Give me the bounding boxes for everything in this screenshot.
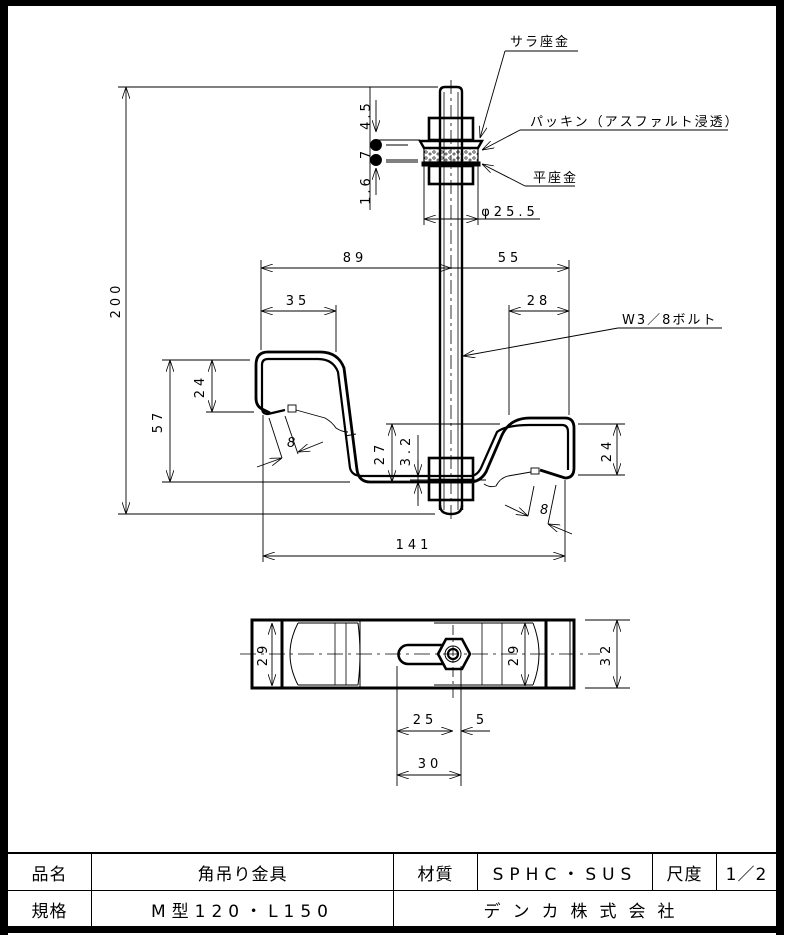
callout-sara-zagane: サラ座金 [510,34,570,50]
frame-border-left [0,0,8,935]
dim-55: 55 [498,251,523,266]
material-label: 材質 [417,864,454,885]
title-block-divider [8,890,776,891]
dimension-labels: 200 89 55 35 28 24 57 24 27 3.2 141 8 8 … [109,100,615,772]
spec-value: M型120・L150 [150,902,335,922]
dim-25: 25 [413,713,438,728]
dim-89: 89 [343,251,368,266]
frame-border-right [776,0,784,935]
hanger-outer [254,350,576,484]
name-label: 品名 [31,864,68,885]
callout-bolt: W3／8ボルト [622,313,717,328]
material-value: SPHC・SUS [492,864,638,885]
dim-24-left: 24 [193,374,208,399]
packing [423,147,479,163]
countersunk-washer [417,139,485,150]
callout-hira-zagane: 平座金 [533,170,578,186]
dim-4-5: 4.5 [359,100,374,130]
company-name: デンカ株式会社 [483,902,687,922]
dim-57: 57 [151,409,166,434]
callout-packing: パッキン（アスファルト浸透） [530,115,740,130]
spec-label: 規格 [31,902,68,922]
hex-nut-plan [436,637,472,671]
dim-35: 35 [286,294,311,309]
frame-border-bottom [0,926,784,933]
hanger-inner [260,357,570,478]
elevation-view [254,80,576,520]
dim-29-right: 29 [507,642,522,667]
dim-29-left: 29 [256,642,271,667]
dim-7: 7 [359,147,374,159]
plan-dimensions [272,619,630,786]
dim-27: 27 [373,441,388,466]
dim-3-2: 3.2 [399,434,414,467]
frame-border-top [0,0,783,6]
elevation-dimensions [118,50,728,562]
scale-value: 1／2 [725,864,768,885]
plan-view [240,618,600,700]
dim-1-6: 1.6 [359,175,374,205]
dim-200: 200 [109,282,124,319]
dim-141: 141 [396,538,433,553]
scale-label: 尺度 [666,864,703,885]
callout-labels: サラ座金 パッキン（アスファルト浸透） 平座金 W3／8ボルト [510,34,740,328]
dim-28: 28 [527,294,552,309]
dim-24-right: 24 [600,438,615,463]
dim-5: 5 [476,713,488,728]
name-value: 角吊り金具 [197,864,288,885]
dim-washer-diameter: φ25.5 [481,205,539,220]
dim-30: 30 [418,757,443,772]
dim-8-right: 8 [540,503,548,518]
lower-nut [427,164,475,186]
dim-32: 32 [599,642,614,667]
title-block: 品名 角吊り金具 材質 SPHC・SUS 尺度 1／2 規格 M型120・L15… [8,852,776,928]
dim-8-left: 8 [287,436,295,451]
